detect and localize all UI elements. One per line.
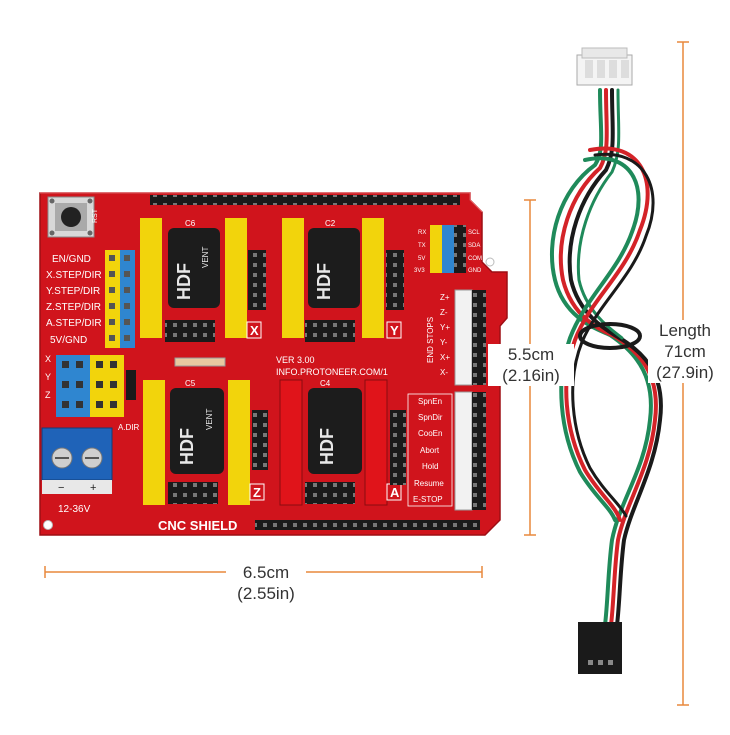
endstop-y-minus: Y- (440, 338, 448, 347)
label-x-step-dir: X.STEP/DIR (46, 270, 102, 281)
serial-header (430, 225, 466, 273)
cap-label-c4: C4 (320, 379, 331, 388)
height-cm: 5.5cm (507, 345, 555, 364)
power-terminal (41, 427, 113, 494)
top-pin-header (150, 195, 460, 205)
serial-com: COM (468, 256, 482, 262)
cap-brand-z: HDF (177, 428, 197, 465)
driver-label-a: A (390, 485, 400, 500)
endstop-y-plus: Y+ (440, 323, 450, 332)
version-label: VER 3.00 (276, 355, 315, 365)
jumper-label-y: Y (45, 372, 51, 382)
driver-label-z: Z (253, 485, 261, 500)
endstop-z-plus: Z+ (440, 293, 450, 302)
microstep-jumpers (56, 355, 136, 417)
website-label: INFO.PROTONEER.COM/1 (276, 367, 388, 377)
ctrl-spndir: SpnDir (418, 413, 443, 422)
endstop-x-minus: X- (440, 368, 448, 377)
power-minus: − (58, 482, 64, 494)
length-cm: 71cm (664, 342, 706, 361)
length-in: (27.9in) (656, 363, 714, 382)
end-stops-label: END STOPS (426, 317, 435, 363)
label-a-step-dir: A.STEP/DIR (46, 318, 102, 329)
serial-labels: RX TX 5V 3V3 SCL SDA COM GND (414, 230, 482, 274)
cap-brand-y: HDF (314, 263, 334, 300)
serial-5v: 5V (418, 256, 425, 262)
serial-gnd: GND (468, 268, 482, 274)
ctrl-hold: Hold (422, 462, 438, 471)
height-in: (2.16in) (502, 366, 560, 385)
length-title: Length (659, 321, 711, 340)
capacitor-vent: VENT VENT (201, 247, 214, 430)
height-dimension: 5.5cm (2.16in) (488, 344, 574, 386)
width-dimension: 6.5cm (2.55in) (226, 562, 306, 604)
driver-label-y: Y (390, 323, 399, 338)
ctrl-cooen: CooEn (418, 429, 442, 438)
ctrl-abort: Abort (420, 446, 440, 455)
driver-slot-z (143, 380, 268, 505)
cap-brand-x: HDF (174, 263, 194, 300)
ctrl-spnen: SpnEn (418, 397, 442, 406)
end-stop-header (454, 289, 486, 386)
length-dimension: Length 71cm (27.9in) (648, 320, 722, 383)
cap-label-c5: C5 (185, 379, 196, 388)
serial-3v3: 3V3 (414, 268, 425, 274)
a-dir-label: A.DIR (118, 423, 140, 432)
endstop-x-plus: X+ (440, 353, 450, 362)
capacitor-labels: C6 C2 C5 C4 (185, 219, 336, 388)
cnc-shield-board: RST EN/GND X.STEP/DIR Y.STEP/DIR Z.STEP/… (39, 192, 508, 536)
driver-label-x: X (250, 323, 259, 338)
label-y-step-dir: Y.STEP/DIR (46, 286, 100, 297)
cable-connector-top (576, 47, 633, 86)
ctrl-resume: Resume (414, 479, 444, 488)
power-plus: + (90, 482, 96, 494)
serial-tx: TX (418, 243, 426, 249)
board-name: CNC SHIELD (158, 518, 237, 533)
serial-scl: SCL (468, 230, 480, 236)
jumper-label-z: Z (45, 390, 51, 400)
label-5v-gnd: 5V/GND (50, 335, 87, 346)
jumper-label-x: X (45, 354, 51, 364)
axis-jumper-labels: X Y Z (45, 354, 51, 400)
serial-rx: RX (418, 230, 426, 236)
rst-label: RST (92, 208, 99, 223)
driver-slot-y (282, 218, 404, 342)
cap-vent-x: VENT (201, 247, 210, 268)
cap-label-c6: C6 (185, 219, 196, 228)
capacitor-brand: HDF HDF HDF HDF (174, 263, 337, 465)
reset-button (47, 196, 95, 238)
cap-label-c2: C2 (325, 219, 336, 228)
cable (550, 88, 663, 627)
driver-axis-labels: X Y Z A (246, 321, 402, 501)
end-stop-pin-labels: Z+ Z- Y+ Y- X+ X- (440, 293, 450, 377)
left-blue-yellow-header (105, 250, 135, 348)
control-pin-labels: SpnEn SpnDir CooEn Abort Hold Resume E-S… (407, 393, 453, 507)
width-cm: 6.5cm (242, 563, 290, 582)
control-header (390, 391, 486, 511)
cap-vent-z: VENT (205, 409, 214, 430)
endstop-z-minus: Z- (440, 308, 448, 317)
cap-brand-a: HDF (317, 428, 337, 465)
left-pin-labels: EN/GND X.STEP/DIR Y.STEP/DIR Z.STEP/DIR … (46, 254, 102, 346)
serial-sda: SDA (468, 243, 480, 249)
cable-connector-bottom (578, 622, 622, 674)
label-en-gnd: EN/GND (52, 254, 91, 265)
ctrl-estop: E-STOP (413, 495, 443, 504)
width-in: (2.55in) (237, 584, 295, 603)
label-z-step-dir: Z.STEP/DIR (46, 302, 101, 313)
driver-slot-x (140, 218, 266, 342)
voltage-label: 12-36V (58, 504, 91, 515)
resistor (174, 357, 226, 367)
bottom-pin-header (255, 520, 480, 530)
